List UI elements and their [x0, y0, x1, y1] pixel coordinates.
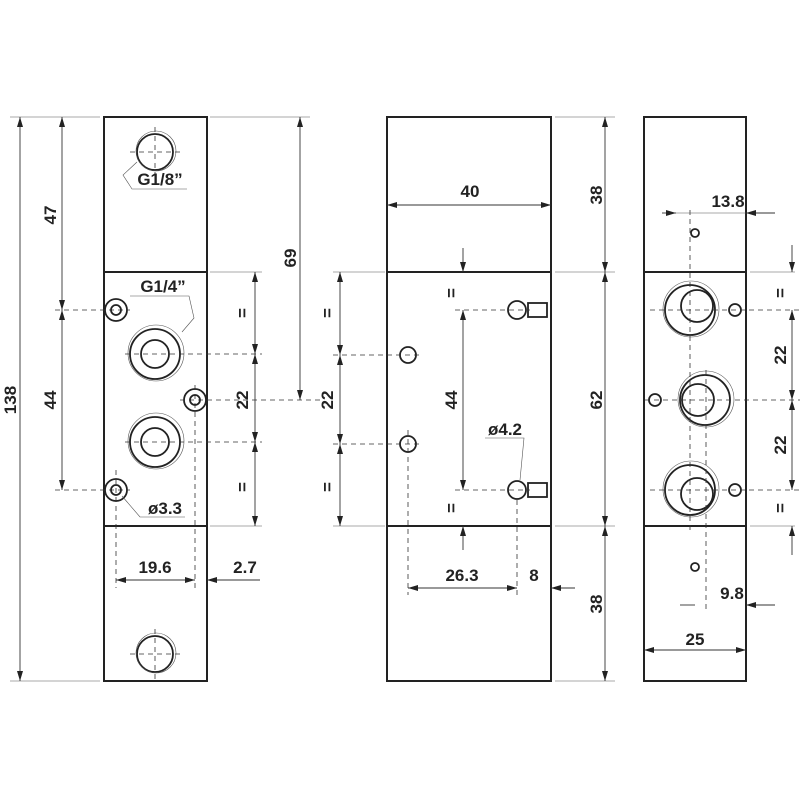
dim-upper-offset: 47 [41, 206, 60, 225]
side-view: 40 38 62 38 = 22 = = 44 = ø4.2 26.3 8 [318, 116, 615, 682]
dim-hole-edge: 8 [529, 566, 538, 585]
dim-overall-height: 138 [1, 386, 20, 414]
dim-hole-offset: 26.3 [445, 566, 478, 585]
end-small-hole-bottom [690, 562, 700, 572]
dim-center-height: 69 [281, 249, 300, 268]
end-body-outline [643, 116, 747, 682]
end-view: 13.8 9.8 25 = 22 22 = [643, 116, 800, 682]
end-small-hole-top [690, 228, 700, 238]
dim-body-length: 62 [587, 391, 606, 410]
main-port-upper [127, 324, 185, 382]
pilot-port-bottom [130, 629, 182, 680]
end-port-upper [662, 280, 720, 338]
dim-inner-equal-top: = [442, 288, 461, 298]
dim-left-equal-bottom: = [318, 482, 337, 492]
dim-left-equal-top: = [318, 308, 337, 318]
dim-top-offset: 13.8 [711, 192, 744, 211]
side-body-outline [386, 116, 552, 682]
dim-end-cap-bottom: 38 [587, 595, 606, 614]
dim-end-equal-top: = [771, 288, 790, 298]
dim-inner-equal-bottom: = [442, 503, 461, 513]
dim-hole-spacing: 44 [442, 390, 461, 409]
dim-end-width: 25 [686, 630, 705, 649]
dim-mount-x-spacing: 19.6 [138, 558, 171, 577]
dim-port-pitch: 22 [233, 391, 252, 410]
label-pilot-thread: G1/8” [137, 170, 182, 189]
dim-pitch-upper: 22 [771, 346, 790, 365]
mount-hole-top [104, 298, 128, 322]
dim-end-cap-top: 38 [587, 186, 606, 205]
dim-end-equal-bottom: = [771, 503, 790, 513]
dim-pitch-lower: 22 [771, 436, 790, 455]
label-port-thread: G1/4” [140, 277, 185, 296]
dim-left-pitch: 22 [318, 391, 337, 410]
pilot-port-top [130, 127, 182, 178]
front-body-outline [103, 116, 208, 682]
dim-mount-spacing: 44 [41, 390, 60, 409]
end-port-lower [662, 460, 720, 518]
label-mount-hole-dia: ø3.3 [148, 499, 182, 518]
dim-bottom-offset: 9.8 [720, 584, 744, 603]
label-hole-dia: ø4.2 [488, 420, 522, 439]
dim-equal-top: = [233, 308, 252, 318]
dim-side-width: 40 [461, 182, 480, 201]
main-port-lower [127, 412, 185, 470]
dim-edge-offset: 2.7 [233, 558, 257, 577]
front-view: 138 47 44 69 = 22 = 19.6 2.7 G1/8” G1/4”… [1, 116, 320, 682]
dim-equal-bottom: = [233, 482, 252, 492]
